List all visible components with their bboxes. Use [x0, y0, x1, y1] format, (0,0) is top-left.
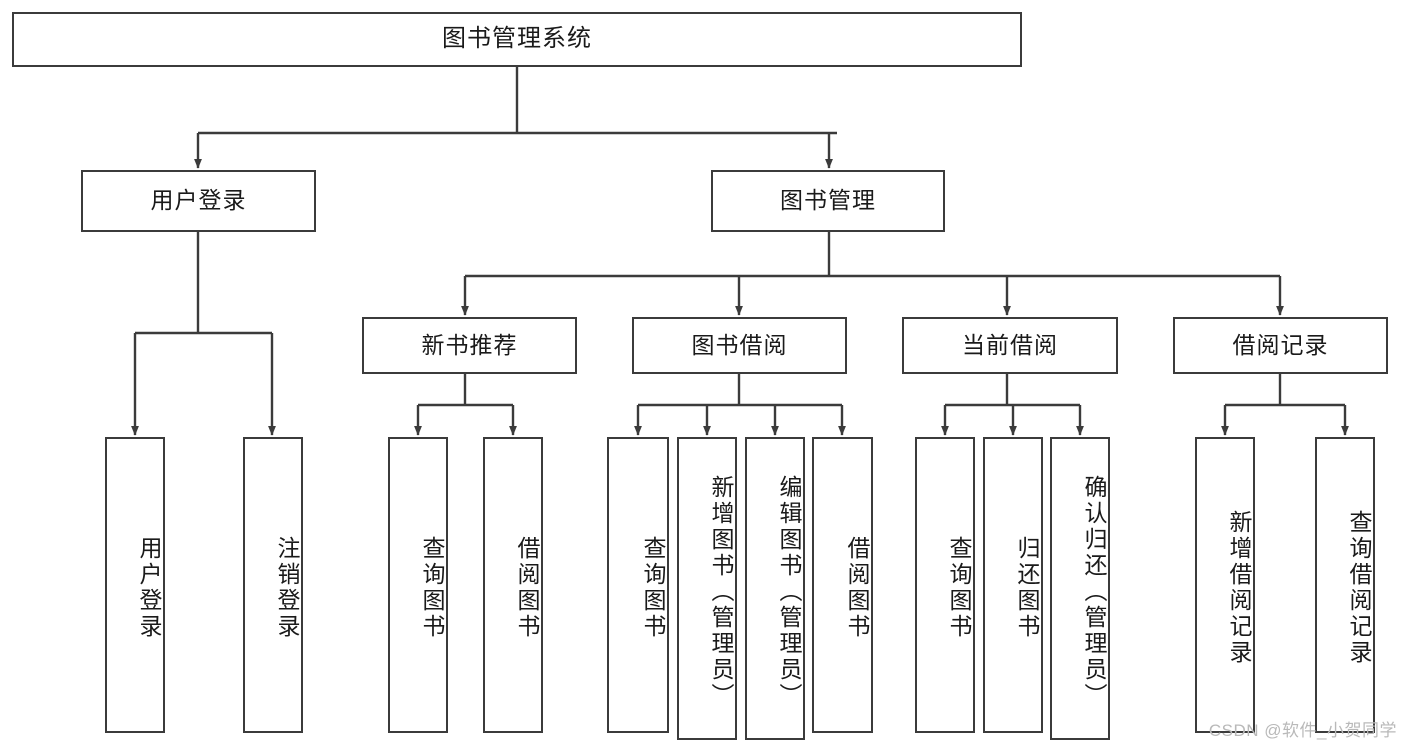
node-borrow-record-label: 借阅记录: [1232, 331, 1329, 358]
node-book-borrow[interactable]: 图书借阅: [632, 317, 847, 374]
node-book-manage[interactable]: 图书管理: [711, 170, 945, 232]
node-user-login-label: 用户登录: [150, 187, 247, 214]
node-leaf-edit-book-label: 编辑图书（管理员）: [776, 474, 802, 709]
node-leaf-query-record-label: 查询借阅记录: [1346, 510, 1372, 666]
node-leaf-logout-login-label: 注销登录: [274, 536, 300, 640]
node-leaf-query-book-3[interactable]: 查询图书: [915, 437, 975, 733]
node-book-borrow-label: 图书借阅: [691, 331, 788, 358]
node-leaf-confirm-return-label: 确认归还（管理员）: [1081, 474, 1107, 709]
node-root[interactable]: 图书管理系统: [12, 12, 1022, 67]
node-leaf-add-book-label: 新增图书（管理员）: [708, 474, 734, 709]
node-leaf-return-book-label: 归还图书: [1014, 536, 1040, 640]
node-leaf-confirm-return[interactable]: 确认归还（管理员）: [1050, 437, 1110, 740]
node-leaf-return-book[interactable]: 归还图书: [983, 437, 1043, 733]
node-new-book-rec[interactable]: 新书推荐: [362, 317, 577, 374]
node-user-login[interactable]: 用户登录: [81, 170, 316, 232]
node-leaf-add-record-label: 新增借阅记录: [1226, 510, 1252, 666]
node-new-book-rec-label: 新书推荐: [421, 331, 518, 358]
node-leaf-query-book-2[interactable]: 查询图书: [607, 437, 669, 733]
node-borrow-record[interactable]: 借阅记录: [1173, 317, 1388, 374]
node-leaf-user-login-label: 用户登录: [136, 536, 162, 640]
node-leaf-borrow-book-2-label: 借阅图书: [844, 536, 870, 640]
node-leaf-add-record[interactable]: 新增借阅记录: [1195, 437, 1255, 733]
node-leaf-borrow-book-1-label: 借阅图书: [514, 536, 540, 640]
node-leaf-add-book[interactable]: 新增图书（管理员）: [677, 437, 737, 740]
node-leaf-query-record[interactable]: 查询借阅记录: [1315, 437, 1375, 733]
node-leaf-edit-book[interactable]: 编辑图书（管理员）: [745, 437, 805, 740]
node-leaf-user-login[interactable]: 用户登录: [105, 437, 165, 733]
node-book-manage-label: 图书管理: [780, 187, 876, 214]
node-leaf-logout-login[interactable]: 注销登录: [243, 437, 303, 733]
node-leaf-query-book-1[interactable]: 查询图书: [388, 437, 448, 733]
node-leaf-borrow-book-1[interactable]: 借阅图书: [483, 437, 543, 733]
node-leaf-query-book-3-label: 查询图书: [946, 536, 972, 640]
node-root-label: 图书管理系统: [442, 25, 592, 53]
node-leaf-borrow-book-2[interactable]: 借阅图书: [812, 437, 873, 733]
node-leaf-query-book-2-label: 查询图书: [640, 536, 666, 640]
node-current-borrow-label: 当前借阅: [962, 331, 1058, 358]
csdn-watermark: CSDN @软件_小贺同学: [1208, 721, 1397, 740]
node-leaf-query-book-1-label: 查询图书: [419, 536, 445, 640]
node-current-borrow[interactable]: 当前借阅: [902, 317, 1118, 374]
